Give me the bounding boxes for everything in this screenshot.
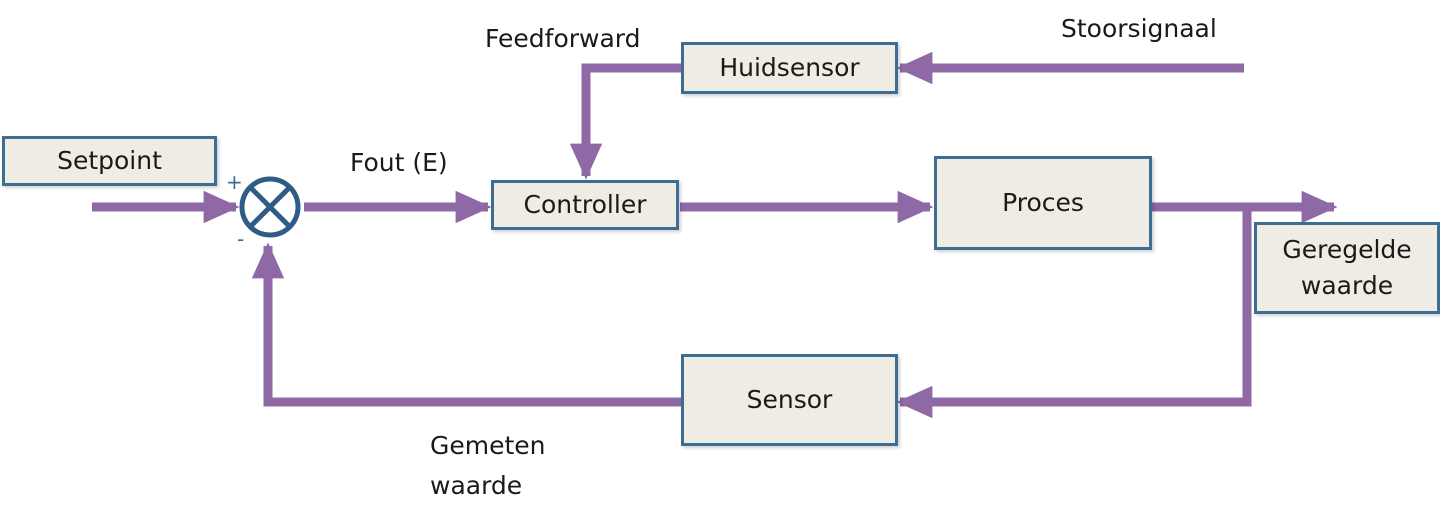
stoorsignaal-label: Stoorsignaal — [1061, 14, 1217, 43]
geregelde-waarde-block: Geregelde waarde — [1254, 222, 1440, 314]
gemeten-waarde-line1: Gemeten — [430, 431, 546, 460]
huidsensor-block: Huidsensor — [681, 42, 898, 94]
sensor-block: Sensor — [681, 354, 898, 446]
setpoint-label: Setpoint — [57, 145, 162, 175]
geregelde-waarde-label-line2: waarde — [1300, 271, 1394, 300]
controller-label: Controller — [523, 189, 647, 219]
feedback-to-sensor-arrow — [896, 207, 1252, 419]
fout-label: Fout (E) — [350, 148, 448, 177]
huidsensor-label: Huidsensor — [719, 52, 860, 82]
setpoint-block: Setpoint — [2, 136, 217, 186]
proces-block: Proces — [934, 156, 1152, 250]
sensor-label: Sensor — [746, 384, 833, 414]
proces-label: Proces — [1002, 187, 1084, 217]
gemeten-waarde-label: Gemeten waarde — [430, 426, 546, 506]
geregelde-waarde-label-line1: Geregelde — [1282, 234, 1412, 264]
measured-value-arrow — [251, 242, 682, 407]
feedforward-arrow — [569, 63, 682, 180]
feedforward-label: Feedforward — [485, 24, 641, 53]
plus-sign: + — [226, 170, 243, 194]
summing-junction — [239, 176, 301, 238]
minus-sign: - — [237, 227, 245, 251]
gemeten-waarde-line2: waarde — [430, 471, 523, 500]
controller-block: Controller — [491, 180, 679, 230]
